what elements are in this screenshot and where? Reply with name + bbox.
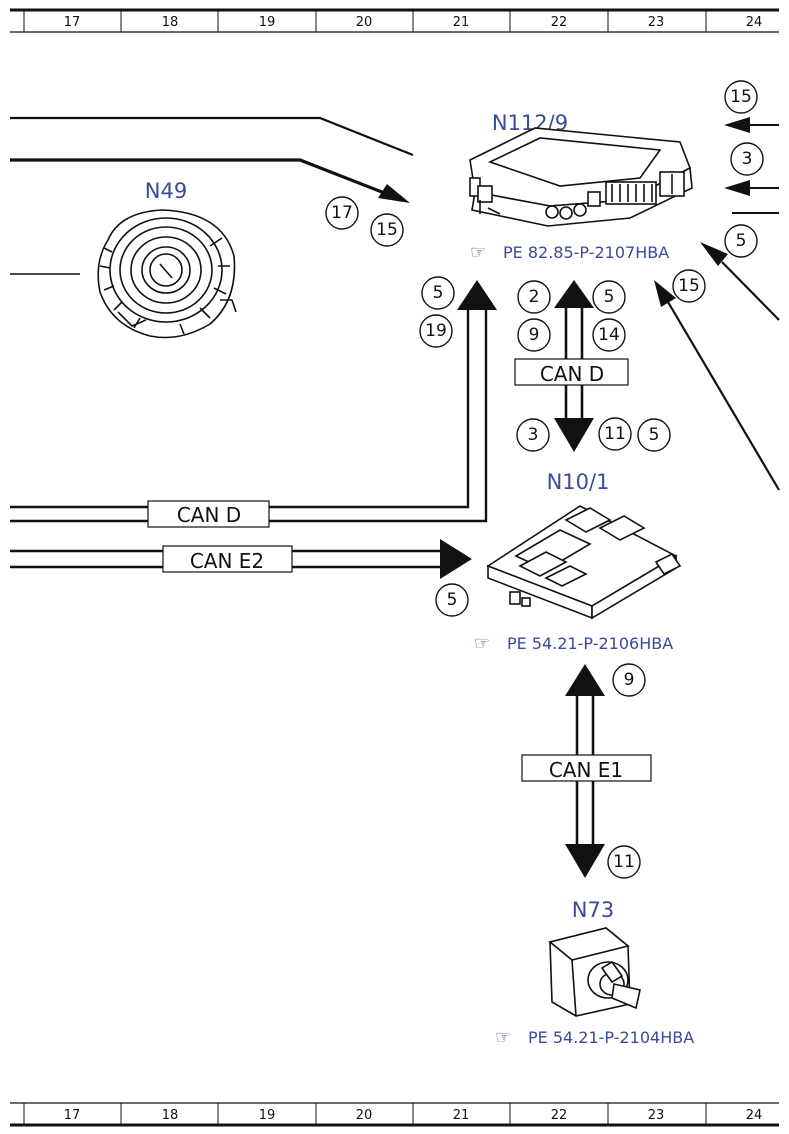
svg-text:5: 5	[649, 425, 660, 445]
wire-lines-top-left	[10, 116, 414, 275]
svg-text:5: 5	[736, 231, 747, 251]
svg-text:15: 15	[730, 87, 752, 107]
signal-15-top-right[interactable]: 15	[724, 80, 758, 114]
grid-label-20-bottom: 20	[356, 1108, 373, 1123]
grid-label-23: 23	[648, 15, 665, 30]
svg-text:15: 15	[376, 220, 398, 240]
n73-switch-drawing	[548, 927, 641, 1017]
grid-label-21-bottom: 21	[453, 1108, 470, 1123]
arrow-to-n112-left	[378, 184, 410, 203]
signal-2[interactable]: 2	[517, 280, 551, 314]
signal-19[interactable]: 19	[419, 314, 453, 348]
svg-text:5: 5	[604, 287, 615, 307]
can-e1-box: CAN E1	[521, 754, 652, 782]
arrow-up-to-n10	[565, 664, 605, 696]
signal-11-central[interactable]: 11	[598, 417, 632, 451]
grid-header-top: 17 18 19 20 21 22 23 24	[10, 8, 779, 33]
can-d-left-label: CAN D	[177, 503, 241, 527]
arrow-up-to-n112-central	[554, 280, 594, 308]
grid-label-24-bottom: 24	[746, 1108, 763, 1123]
arrow-up-to-n112	[457, 280, 497, 310]
svg-text:3: 3	[528, 425, 539, 445]
n112-reference[interactable]: ☞ PE 82.85-P-2107HBA	[470, 242, 669, 263]
svg-text:11: 11	[613, 852, 635, 872]
signal-5-central[interactable]: 5	[592, 280, 626, 314]
signal-3-right[interactable]: 3	[730, 142, 764, 176]
grid-label-20: 20	[356, 15, 373, 30]
grid-label-24: 24	[746, 15, 763, 30]
svg-text:9: 9	[529, 325, 540, 345]
can-e1-label: CAN E1	[549, 758, 623, 782]
pointing-hand-icon: ☞	[470, 242, 486, 263]
wire-lines-right	[654, 117, 780, 491]
grid-label-22: 22	[551, 15, 568, 30]
signal-15-right[interactable]: 15	[672, 269, 706, 303]
n10-ref-text[interactable]: PE 54.21-P-2106HBA	[507, 634, 673, 653]
arrow-down-to-n73	[565, 844, 605, 878]
can-d-left-link	[10, 280, 497, 523]
signal-9-can-e1[interactable]: 9	[612, 663, 646, 697]
can-d-central-box: CAN D	[514, 358, 629, 386]
n73-label: N73	[572, 898, 614, 922]
svg-text:3: 3	[742, 149, 753, 169]
n49-label: N49	[145, 179, 187, 203]
n73-reference[interactable]: ☞ PE 54.21-P-2104HBA	[495, 1027, 694, 1048]
can-e2-box: CAN E2	[162, 545, 293, 573]
svg-text:17: 17	[331, 203, 353, 223]
signal-5-can-e2[interactable]: 5	[435, 583, 469, 617]
grid-label-19-bottom: 19	[259, 1108, 276, 1123]
pointing-hand-icon: ☞	[474, 633, 490, 654]
n112-module-drawing	[469, 127, 693, 227]
grid-label-19: 19	[259, 15, 276, 30]
grid-footer-bottom: 17 18 19 20 21 22 23 24	[10, 1102, 779, 1127]
arrow-down-to-n10	[554, 418, 594, 452]
svg-text:14: 14	[598, 325, 620, 345]
svg-text:15: 15	[678, 276, 700, 296]
n10-reference[interactable]: ☞ PE 54.21-P-2106HBA	[474, 633, 673, 654]
n10-module-drawing	[486, 505, 682, 620]
svg-text:5: 5	[433, 283, 444, 303]
n112-ref-text[interactable]: PE 82.85-P-2107HBA	[503, 243, 669, 262]
signal-15-left[interactable]: 15	[370, 213, 404, 247]
grid-label-21: 21	[453, 15, 470, 30]
grid-label-22-bottom: 22	[551, 1108, 568, 1123]
n73-ref-text[interactable]: PE 54.21-P-2104HBA	[528, 1028, 694, 1047]
grid-label-17-bottom: 17	[64, 1108, 81, 1123]
svg-text:11: 11	[604, 424, 626, 444]
signal-9-central[interactable]: 9	[517, 318, 551, 352]
signal-5-central-lower[interactable]: 5	[637, 418, 671, 452]
can-d-central-label: CAN D	[540, 362, 604, 386]
can-e2-label: CAN E2	[190, 549, 264, 573]
svg-text:19: 19	[425, 321, 447, 341]
grid-label-18-bottom: 18	[162, 1108, 179, 1123]
signal-5-left-can[interactable]: 5	[421, 276, 455, 310]
signal-3-central[interactable]: 3	[516, 418, 550, 452]
signal-14[interactable]: 14	[592, 318, 626, 352]
arrow-right-to-n10	[440, 539, 472, 579]
n49-ignition-drawing	[97, 209, 237, 339]
svg-text:2: 2	[529, 287, 540, 307]
svg-text:5: 5	[447, 590, 458, 610]
can-d-left-box: CAN D	[147, 500, 270, 528]
grid-label-17: 17	[64, 15, 81, 30]
pointing-hand-icon: ☞	[495, 1027, 511, 1048]
signal-5-right[interactable]: 5	[724, 224, 758, 258]
signal-17[interactable]: 17	[325, 196, 359, 230]
grid-label-23-bottom: 23	[648, 1108, 665, 1123]
signal-11-can-e1[interactable]: 11	[607, 845, 641, 879]
svg-text:9: 9	[624, 670, 635, 690]
grid-label-18: 18	[162, 15, 179, 30]
n10-label: N10/1	[547, 470, 610, 494]
